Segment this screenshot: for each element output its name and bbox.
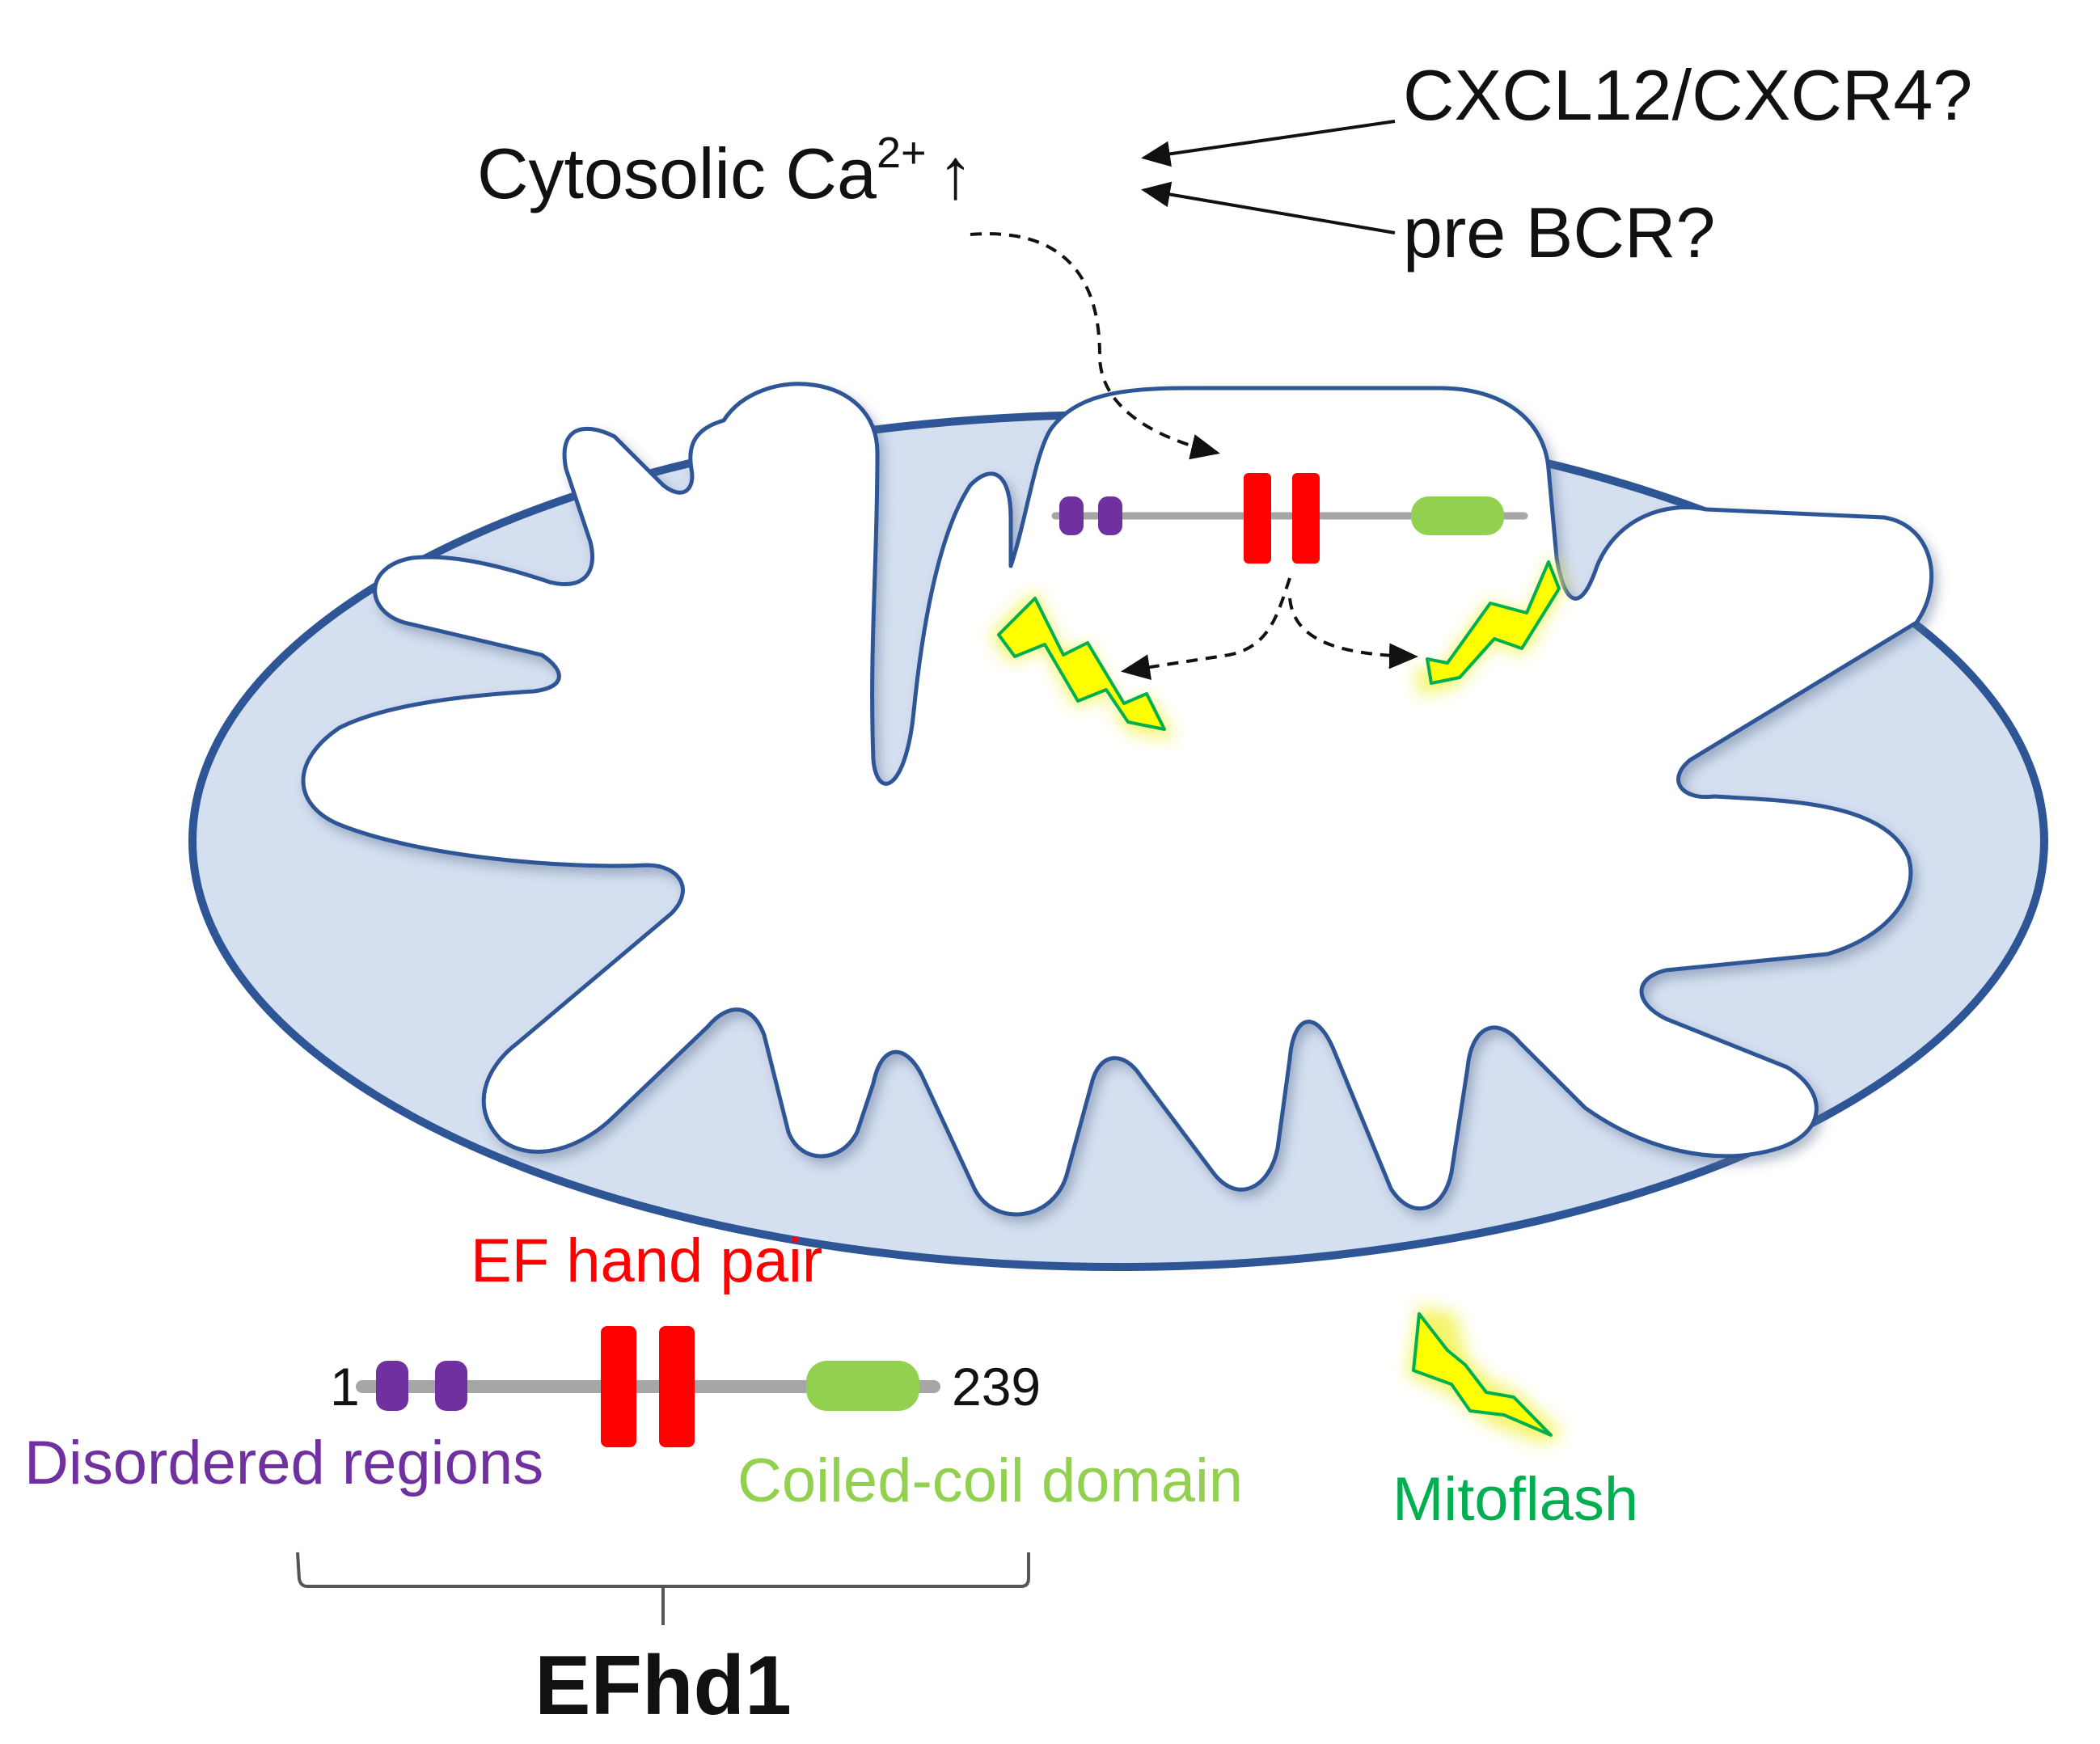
legend-disordered-region-2	[435, 1361, 467, 1411]
efhd1-in-matrix	[1051, 473, 1528, 564]
efhd1-to-right-flash-arrow	[1288, 598, 1418, 669]
dashed-arrows	[970, 232, 1418, 680]
efhd1-to-left-flash-arrow	[1121, 577, 1291, 680]
signal-text-group: Cytosolic Ca2+↑ CXCL12/CXCR4? pre BCR?	[477, 55, 1972, 272]
matrix-ef-hand-2	[1292, 473, 1320, 564]
protein-domain-legend: EF hand pair 1 239 Disordered regions Co…	[24, 1227, 1243, 1733]
mitochondrion	[188, 382, 2048, 1271]
matrix-disordered-region-2	[1098, 496, 1122, 535]
legend-ef-hand-2	[659, 1326, 695, 1447]
pre-bcr-arrow	[1141, 181, 1396, 234]
legend-coiled-coil	[806, 1361, 919, 1411]
matrix-disordered-region-1	[1059, 496, 1084, 535]
efhd1-bracket	[296, 1552, 1030, 1625]
end-residue-label: 239	[952, 1357, 1041, 1417]
ef-hand-pair-label: EF hand pair	[471, 1227, 822, 1295]
pre-bcr-label: pre BCR?	[1403, 192, 1715, 272]
efhd1-title: EFhd1	[535, 1639, 792, 1733]
matrix-coiled-coil	[1411, 496, 1504, 535]
mitoflash-right-icon	[1415, 554, 1565, 695]
start-residue-label: 1	[330, 1357, 360, 1417]
ca-to-efhd1-arrow	[970, 232, 1220, 460]
signal-arrows	[1141, 120, 1396, 234]
cytosolic-ca-label: Cytosolic Ca2+↑	[477, 129, 974, 213]
mitoflash-label: Mitoflash	[1392, 1465, 1638, 1534]
coiled-coil-domain-label: Coiled-coil domain	[737, 1446, 1243, 1515]
mitoflash-legend: Mitoflash	[1392, 1306, 1638, 1534]
legend-ef-hand-1	[601, 1326, 636, 1447]
cxcl12-arrow	[1141, 120, 1396, 167]
mitoflash-left-icon	[991, 590, 1177, 740]
matrix-ef-hand-1	[1244, 473, 1271, 564]
cxcl12-cxcr4-label: CXCL12/CXCR4?	[1403, 55, 1972, 135]
legend-disordered-region-1	[376, 1361, 408, 1411]
inner-membrane-cristae	[301, 382, 1934, 1217]
disordered-regions-label: Disordered regions	[24, 1429, 543, 1497]
mitoflash-legend-icon	[1407, 1306, 1565, 1443]
